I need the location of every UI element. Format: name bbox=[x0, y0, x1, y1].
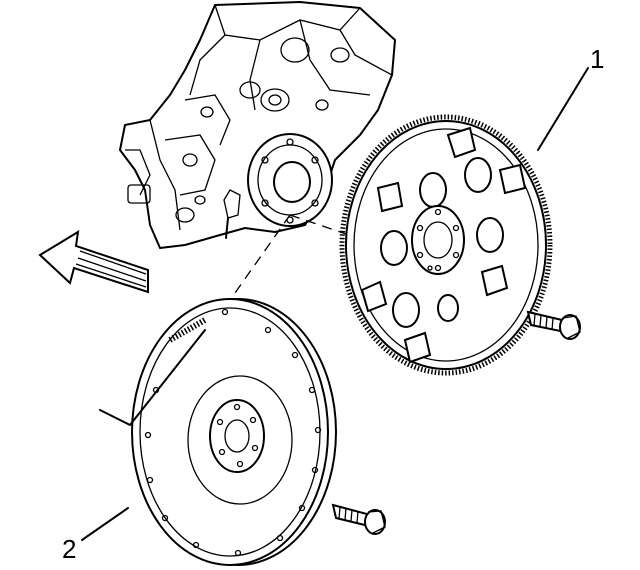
flywheel-bracket-leader bbox=[99, 329, 206, 426]
flexplate-bolt bbox=[526, 310, 581, 340]
flexplate bbox=[339, 114, 553, 376]
callout-2-leader bbox=[81, 507, 129, 541]
flywheel bbox=[131, 298, 337, 566]
engine-rear-block bbox=[119, 1, 396, 249]
flywheel-bolt bbox=[331, 503, 386, 535]
callout-2-label: 2 bbox=[62, 534, 76, 564]
front-direction-arrow bbox=[38, 230, 149, 294]
callout-1-leader bbox=[537, 67, 589, 151]
callout-1-label: 1 bbox=[590, 44, 604, 74]
